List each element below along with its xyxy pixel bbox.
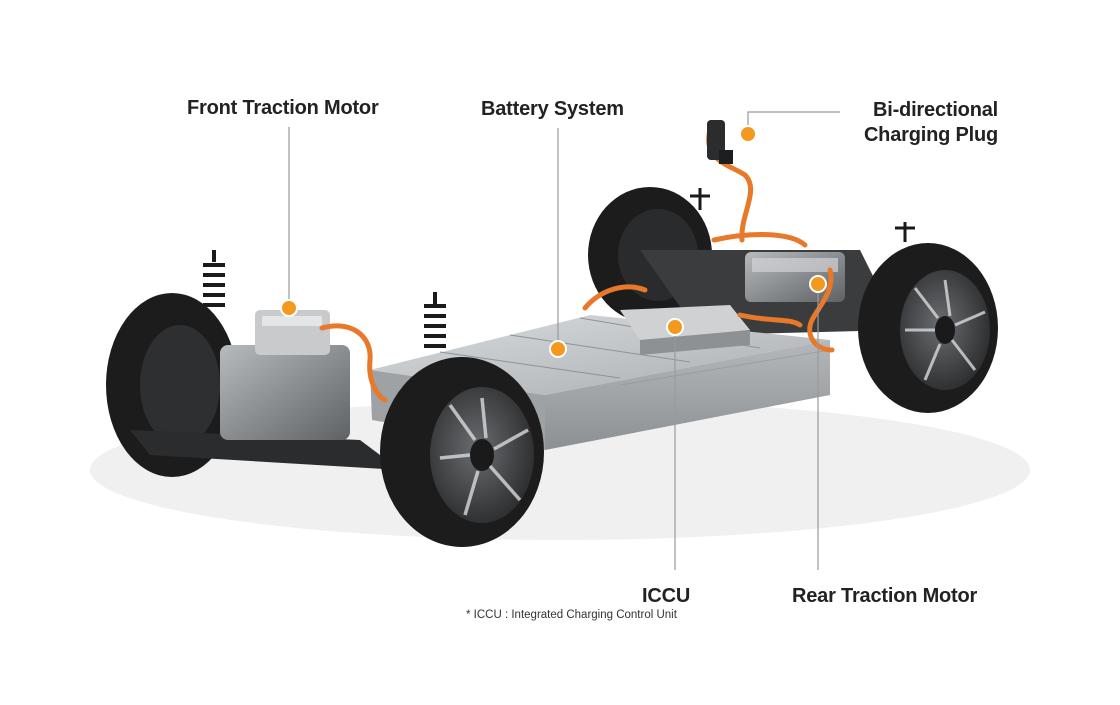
rear-strut bbox=[690, 188, 915, 242]
rear-right-wheel bbox=[858, 243, 998, 413]
marker-front-motor bbox=[280, 299, 298, 317]
front-right-wheel bbox=[380, 357, 544, 547]
marker-iccu bbox=[666, 318, 684, 336]
hv-cables bbox=[319, 127, 835, 403]
marker-bidirectional bbox=[739, 125, 757, 143]
marker-rear-motor bbox=[809, 275, 827, 293]
iccu-unit bbox=[620, 305, 750, 355]
label-bidirectional-line1: Bi-directional bbox=[873, 99, 998, 121]
front-right-strut bbox=[424, 292, 446, 348]
charging-plug bbox=[707, 120, 733, 164]
front-subframe bbox=[130, 310, 400, 470]
markers bbox=[280, 125, 827, 358]
footnote-iccu-definition: * ICCU : Integrated Charging Control Uni… bbox=[466, 609, 677, 621]
label-battery-system: Battery System bbox=[481, 98, 624, 120]
label-front-traction-motor: Front Traction Motor bbox=[187, 97, 379, 119]
leader-lines bbox=[288, 111, 840, 570]
label-bidirectional-line2: Charging Plug bbox=[863, 124, 998, 146]
label-bidirectional-charging-plug: Bi-directional Charging Plug bbox=[852, 98, 998, 148]
leader-bidirectional bbox=[747, 111, 840, 128]
label-iccu: ICCU bbox=[642, 585, 691, 607]
label-rear-traction-motor: Rear Traction Motor bbox=[792, 585, 978, 607]
marker-battery bbox=[549, 340, 567, 358]
front-left-strut bbox=[203, 250, 225, 307]
